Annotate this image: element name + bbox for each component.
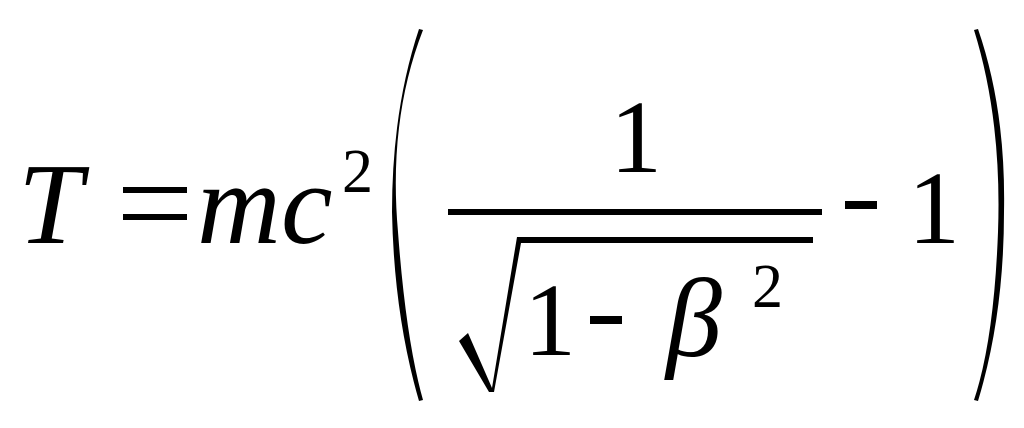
beta-exponent: 2 (752, 253, 783, 321)
formula-lhs-t: T (18, 141, 90, 269)
outer-one: 1 (908, 151, 960, 266)
radicand-minus-sign: - (590, 316, 622, 324)
formula-speed-c: c (281, 141, 333, 269)
formula-mass-m: m (197, 141, 281, 269)
fraction-numerator: 1 (610, 80, 662, 195)
fraction-bar (448, 209, 822, 215)
right-parenthesis (974, 29, 1005, 401)
outer-minus-sign: - (845, 201, 877, 209)
equals-sign: = (123, 187, 187, 220)
radicand-beta: β (664, 257, 722, 381)
speed-exponent: 2 (342, 138, 373, 206)
radicand-one: 1 (524, 263, 576, 378)
square-root-icon (459, 237, 813, 392)
left-parenthesis (392, 29, 423, 401)
